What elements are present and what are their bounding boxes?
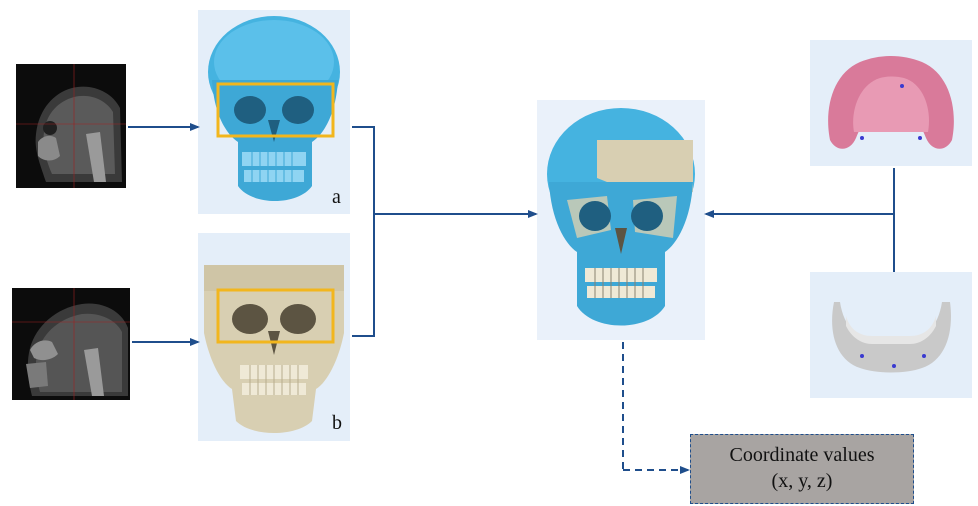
- mandibular-dentition-icon: [810, 272, 972, 398]
- bracket-merge: [352, 127, 374, 336]
- mandibular-dentition-scan: [810, 272, 972, 398]
- skull-bone-model: [198, 233, 350, 441]
- ct-sagittal-icon: [16, 64, 126, 188]
- output-line-2: (x, y, z): [691, 468, 913, 494]
- ct-sagittal-icon: [12, 288, 130, 400]
- maxillary-dentition-icon: [810, 40, 972, 166]
- ct-scan-sagittal-b: [12, 288, 130, 400]
- panel-label-b: b: [332, 412, 342, 435]
- output-line-1: Coordinate values: [691, 442, 913, 468]
- coordinate-values-box: Coordinate values (x, y, z): [690, 434, 914, 504]
- fused-skull-model: [537, 100, 705, 340]
- skull-model-b: [198, 233, 350, 441]
- skull-blue-model: [198, 10, 350, 214]
- fused-skull-model-icon: [537, 100, 705, 340]
- panel-label-a: a: [332, 186, 341, 209]
- skull-model-a: [198, 10, 350, 214]
- maxillary-dentition-scan: [810, 40, 972, 166]
- ct-scan-sagittal-a: [16, 64, 126, 188]
